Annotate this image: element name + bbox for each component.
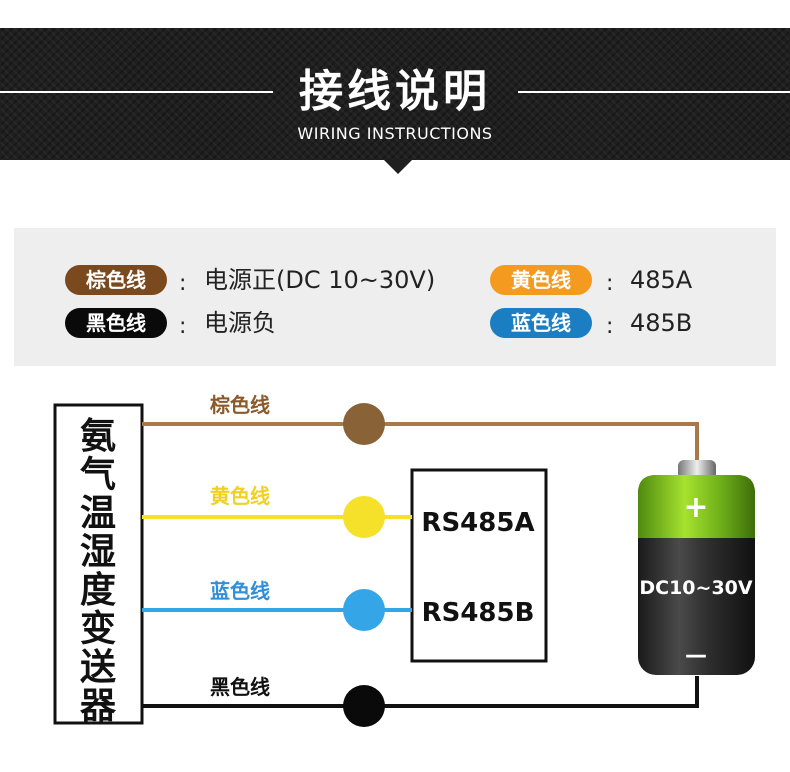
sensor-device-label-char: 温 bbox=[80, 493, 116, 534]
rs485a-terminal-label: RS485A bbox=[421, 508, 534, 538]
yellow-wire-label: 黄色线 bbox=[210, 484, 270, 508]
sensor-device-label-char: 变 bbox=[80, 608, 116, 650]
battery-voltage-label: DC10~30V bbox=[639, 577, 753, 599]
legend-pill-blue: 蓝色线 bbox=[490, 308, 592, 338]
sensor-device-box bbox=[53, 403, 144, 725]
legend-meaning-power-negative: 电源负 bbox=[204, 309, 276, 337]
brown-wire bbox=[142, 422, 699, 468]
sensor-device-label-char: 器 bbox=[80, 686, 117, 727]
legend-pill-black: 黑色线 bbox=[65, 308, 167, 338]
sensor-device-label-char: 度 bbox=[80, 570, 116, 611]
legend-separator: : bbox=[606, 314, 614, 339]
legend-separator: : bbox=[179, 271, 187, 296]
page-title: 接线说明 bbox=[299, 66, 491, 117]
sensor-device-label: 氨气温湿度变送器 bbox=[80, 416, 117, 727]
black-wire-node bbox=[343, 685, 385, 727]
sensor-device-label-char: 氨 bbox=[80, 416, 116, 457]
page-subtitle: WIRING INSTRUCTIONS bbox=[297, 124, 493, 143]
battery-minus-sign: — bbox=[685, 643, 707, 668]
header-divider-left bbox=[0, 91, 273, 93]
header-pointer-arrow bbox=[384, 160, 412, 174]
brown-wire-node bbox=[343, 403, 385, 445]
black-wire bbox=[142, 676, 699, 708]
battery-power-source: + DC10~30V — bbox=[638, 460, 755, 675]
sensor-device-label-char: 湿 bbox=[80, 532, 116, 573]
legend-separator: : bbox=[179, 314, 187, 339]
brown-wire-label: 棕色线 bbox=[210, 393, 270, 417]
legend-pill-brown: 棕色线 bbox=[65, 265, 167, 295]
legend-meaning-485a: 485A bbox=[630, 266, 693, 294]
header-divider-right bbox=[518, 91, 790, 93]
blue-wire-node bbox=[343, 589, 385, 631]
legend-pill-yellow: 黄色线 bbox=[490, 265, 592, 295]
rs485b-terminal-label: RS485B bbox=[422, 598, 535, 628]
legend-meaning-power-positive: 电源正(DC 10~30V) bbox=[204, 266, 436, 294]
sensor-device-label-char: 气 bbox=[80, 455, 116, 496]
battery-plus-sign: + bbox=[683, 490, 708, 525]
sensor-device-label-char: 送 bbox=[80, 647, 116, 688]
legend-separator: : bbox=[606, 271, 614, 296]
legend-meaning-485b: 485B bbox=[630, 309, 693, 337]
wire-legend: 棕色线 : 电源正(DC 10~30V) 黑色线 : 电源负 黄色线 : 485… bbox=[14, 228, 776, 366]
battery-green-band bbox=[638, 475, 755, 538]
rs485-terminal-box bbox=[410, 468, 548, 663]
blue-wire-label: 蓝色线 bbox=[210, 579, 270, 603]
yellow-wire-node bbox=[343, 496, 385, 538]
black-wire-label: 黑色线 bbox=[210, 675, 270, 699]
header-banner: 接线说明 WIRING INSTRUCTIONS bbox=[0, 28, 790, 160]
